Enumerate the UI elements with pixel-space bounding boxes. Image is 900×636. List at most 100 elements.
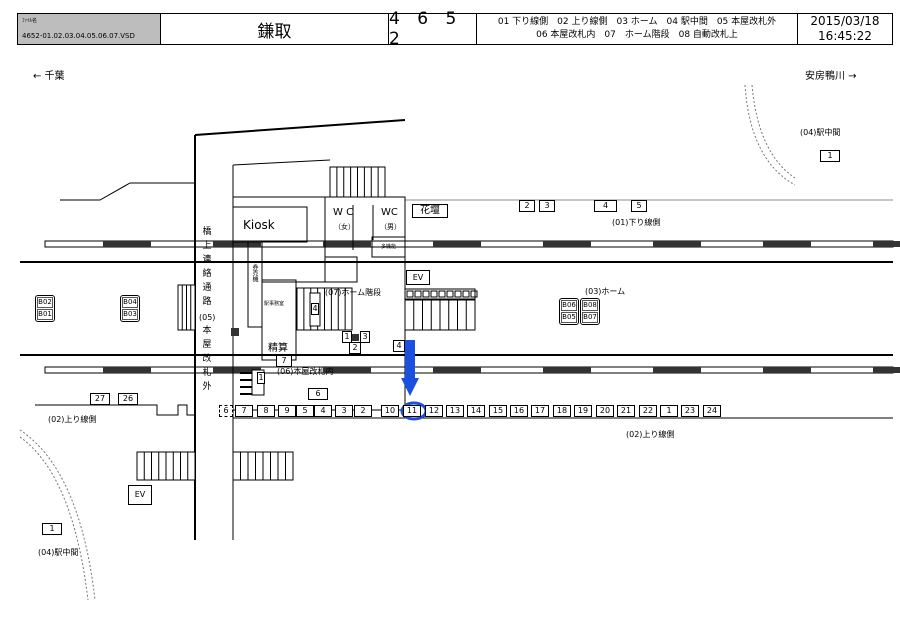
- camera-16[interactable]: 16: [510, 405, 528, 417]
- platform-tactile-strip: [433, 367, 481, 373]
- camera-gate-1[interactable]: 1: [257, 372, 265, 384]
- area-ekichukan-bottom: (04)駅中間: [38, 548, 79, 557]
- camera-17[interactable]: 17: [531, 405, 549, 417]
- date: 2015/03/18: [810, 14, 880, 28]
- camera-2[interactable]: 2: [354, 405, 372, 417]
- camera-stair-3[interactable]: 3: [360, 331, 370, 343]
- direction-right: 安房鴨川 →: [805, 71, 857, 82]
- camera-9[interactable]: 9: [278, 405, 296, 417]
- wc-women-label: W C: [333, 207, 354, 218]
- legend-line-1: 01 下り線側 02 上り線側 03 ホーム 04 駅中間 05 本屋改札外: [497, 17, 777, 27]
- ev-bottom: EV: [128, 485, 152, 505]
- platform-tactile-strip: [213, 241, 261, 247]
- station-office-label: 駅事務室: [264, 301, 285, 307]
- area-ekichukan-top: (04)駅中間: [800, 128, 841, 137]
- camera-27[interactable]: 27: [90, 393, 110, 405]
- camera-10[interactable]: 10: [381, 405, 399, 417]
- wc-men-sub: （男）: [380, 223, 401, 231]
- platform-tactile-strip: [873, 367, 900, 373]
- camera-inner-7[interactable]: 7: [276, 355, 292, 367]
- legend-line-2: 06 本屋改札内 07 ホーム階段 08 自動改札上: [536, 30, 738, 40]
- platform-tactile-strip: [433, 241, 481, 247]
- camera-ekichukan-bottom-1[interactable]: 1: [42, 523, 62, 535]
- camera-12[interactable]: 12: [425, 405, 443, 417]
- platform-tactile-strip: [213, 367, 261, 373]
- camera-26[interactable]: 26: [118, 393, 138, 405]
- area-legend: 01 下り線側 02 上り線側 03 ホーム 04 駅中間 05 本屋改札外 0…: [477, 14, 798, 44]
- bench-label: B02: [37, 297, 53, 308]
- ticket-machines: [247, 241, 263, 328]
- camera-3[interactable]: 3: [539, 200, 555, 212]
- camera-1[interactable]: 1: [660, 405, 678, 417]
- bench-label: B03: [122, 309, 138, 320]
- camera-6[interactable]: 6: [219, 405, 233, 417]
- flowerbed-label: 花壇: [412, 204, 448, 218]
- camera-18[interactable]: 18: [553, 405, 571, 417]
- camera-stair-2[interactable]: 2: [349, 342, 361, 354]
- camera-20[interactable]: 20: [596, 405, 614, 417]
- platform-tactile-strip: [763, 241, 811, 247]
- platform-edge-left: [35, 404, 195, 416]
- tactile-tile: [430, 290, 438, 298]
- tactile-tile: [470, 290, 478, 298]
- camera-ekichukan-1[interactable]: 1: [820, 150, 840, 162]
- camera-14[interactable]: 14: [467, 405, 485, 417]
- area-nobori-left: (02)上り線側: [48, 415, 97, 424]
- file-cell: ﾌｧｲﾙ名 4652-01.02.03.04.05.06.07.VSD: [18, 14, 161, 44]
- camera-15[interactable]: 15: [489, 405, 507, 417]
- station-name: 鎌取: [161, 14, 389, 44]
- camera-8[interactable]: 8: [257, 405, 275, 417]
- camera-7[interactable]: 7: [235, 405, 253, 417]
- timestamp: 2015/03/18 16:45:22: [798, 14, 892, 44]
- fare-adjustment-label: 精算: [268, 343, 288, 354]
- file-label: ﾌｧｲﾙ名: [22, 18, 38, 24]
- bench-label: B04: [122, 297, 138, 308]
- camera-23[interactable]: 23: [681, 405, 699, 417]
- camera-19[interactable]: 19: [574, 405, 592, 417]
- area-honya-gai: 本屋改札外: [202, 326, 212, 392]
- tactile-tile: [438, 290, 446, 298]
- area-honya-gai-code: (05): [199, 313, 216, 322]
- camera-4[interactable]: 4: [594, 200, 617, 212]
- tactile-tile: [406, 290, 414, 298]
- camera-5[interactable]: 5: [296, 405, 314, 417]
- bench-label: B05: [561, 312, 577, 323]
- kiosk-label: Kiosk: [243, 218, 275, 232]
- bench-label: B08: [582, 300, 598, 311]
- tactile-tile: [454, 290, 462, 298]
- area-home-kaidan: (07)ホーム階段: [325, 288, 382, 297]
- area-kudari: (01)下り線側: [612, 218, 661, 227]
- camera-inner-6[interactable]: 6: [308, 388, 328, 400]
- pillar: [352, 334, 359, 341]
- platform-tactile-strip: [103, 241, 151, 247]
- camera-stair-4[interactable]: 4: [311, 303, 319, 315]
- camera-3[interactable]: 3: [335, 405, 353, 417]
- platform-tactile-strip: [653, 241, 701, 247]
- platform-tactile-strip: [653, 367, 701, 373]
- tactile-tile: [446, 290, 454, 298]
- camera-21[interactable]: 21: [617, 405, 635, 417]
- area-overpass: 橋上連絡通路: [202, 227, 212, 307]
- multipurpose-toilet-label: 多機能: [381, 244, 397, 250]
- track-curve: [744, 84, 796, 186]
- camera-22[interactable]: 22: [639, 405, 657, 417]
- room: [324, 256, 358, 283]
- file-name: 4652-01.02.03.04.05.06.07.VSD: [22, 32, 135, 40]
- camera-gate-4[interactable]: 4: [393, 340, 405, 352]
- camera-4[interactable]: 4: [314, 405, 332, 417]
- camera-5[interactable]: 5: [631, 200, 647, 212]
- platform-tactile-strip: [543, 241, 591, 247]
- camera-24[interactable]: 24: [703, 405, 721, 417]
- multipurpose-toilet: [371, 236, 406, 258]
- camera-11[interactable]: 11: [403, 405, 421, 417]
- camera-13[interactable]: 13: [446, 405, 464, 417]
- station-code: 4 6 5 2: [389, 9, 477, 49]
- camera-2[interactable]: 2: [519, 200, 535, 212]
- platform-tactile-strip: [763, 367, 811, 373]
- camera-stair-1[interactable]: 1: [342, 331, 352, 343]
- direction-left: ← 千葉: [33, 71, 65, 82]
- platform-tactile-strip: [873, 241, 900, 247]
